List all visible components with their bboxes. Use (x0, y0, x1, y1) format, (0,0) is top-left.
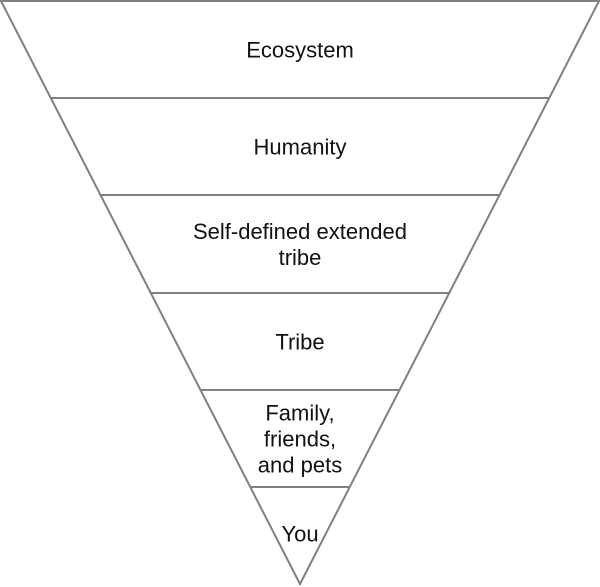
label-line: friends, (264, 427, 336, 452)
label-you: You (281, 522, 318, 547)
label-ecosystem: Ecosystem (246, 38, 354, 63)
label-line: Humanity (254, 135, 347, 160)
label-line: Ecosystem (246, 38, 354, 63)
label-line: tribe (279, 245, 322, 270)
label-line: Family, (265, 401, 334, 426)
label-line: Tribe (275, 330, 324, 355)
layer-extended-tribe (98, 194, 502, 294)
layer-you (248, 486, 352, 587)
label-line: and pets (258, 453, 342, 478)
label-humanity: Humanity (254, 135, 347, 160)
label-line: You (281, 522, 318, 547)
label-family-friends-pets: Family,friends,and pets (258, 401, 342, 478)
label-line: Self-defined extended (193, 219, 407, 244)
label-tribe: Tribe (275, 330, 324, 355)
